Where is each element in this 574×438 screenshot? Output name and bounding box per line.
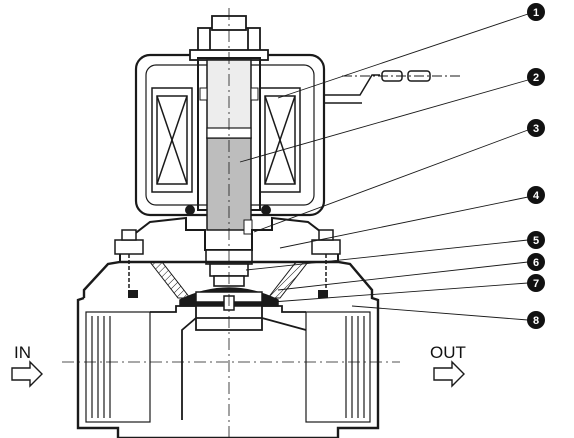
coil-winding-left	[151, 87, 193, 193]
coil-housing	[134, 53, 380, 217]
svg-text:7: 7	[533, 278, 539, 290]
shading-ring-right	[250, 87, 259, 101]
seal-right	[261, 205, 271, 215]
out-arrow-icon	[433, 360, 465, 388]
svg-text:5: 5	[533, 235, 539, 247]
inlet-port	[85, 311, 151, 423]
callout-8: 8	[527, 311, 545, 329]
bolt-left	[114, 229, 144, 290]
coil-winding-right	[259, 87, 301, 193]
leader-5	[245, 239, 529, 271]
callout-2: 2	[527, 68, 545, 86]
callout-4: 4	[527, 186, 545, 204]
wire-terminal	[342, 70, 460, 82]
svg-text:4: 4	[533, 190, 540, 202]
body-seals	[128, 290, 328, 298]
in-label: IN	[14, 343, 31, 362]
plunger-pin	[243, 219, 253, 235]
leader-3	[253, 129, 529, 233]
bonnet	[119, 216, 339, 263]
out-label: OUT	[430, 343, 466, 362]
valve-body	[76, 260, 380, 438]
leader-4	[279, 196, 529, 249]
callout-5: 5	[527, 231, 545, 249]
leader-7	[271, 282, 529, 303]
svg-text:8: 8	[533, 315, 539, 327]
callouts: 1 2 3 4 5 6 7 8	[527, 3, 545, 329]
svg-text:3: 3	[533, 123, 539, 135]
leader-6	[277, 261, 529, 291]
leader-8	[351, 305, 529, 321]
leader-lines	[239, 13, 529, 321]
svg-text:2: 2	[533, 72, 539, 84]
callout-7: 7	[527, 274, 545, 292]
callout-1: 1	[527, 3, 545, 21]
callout-3: 3	[527, 119, 545, 137]
svg-text:6: 6	[533, 257, 539, 269]
orifice	[150, 305, 307, 420]
outlet-port	[305, 311, 371, 423]
seal-left	[185, 205, 195, 215]
shading-ring-left	[199, 87, 208, 101]
in-arrow-icon	[11, 360, 43, 388]
leader-2	[239, 79, 529, 163]
bolt-right	[311, 229, 341, 290]
svg-text:1: 1	[533, 7, 539, 19]
leader-1	[277, 13, 529, 99]
callout-6: 6	[527, 253, 545, 271]
